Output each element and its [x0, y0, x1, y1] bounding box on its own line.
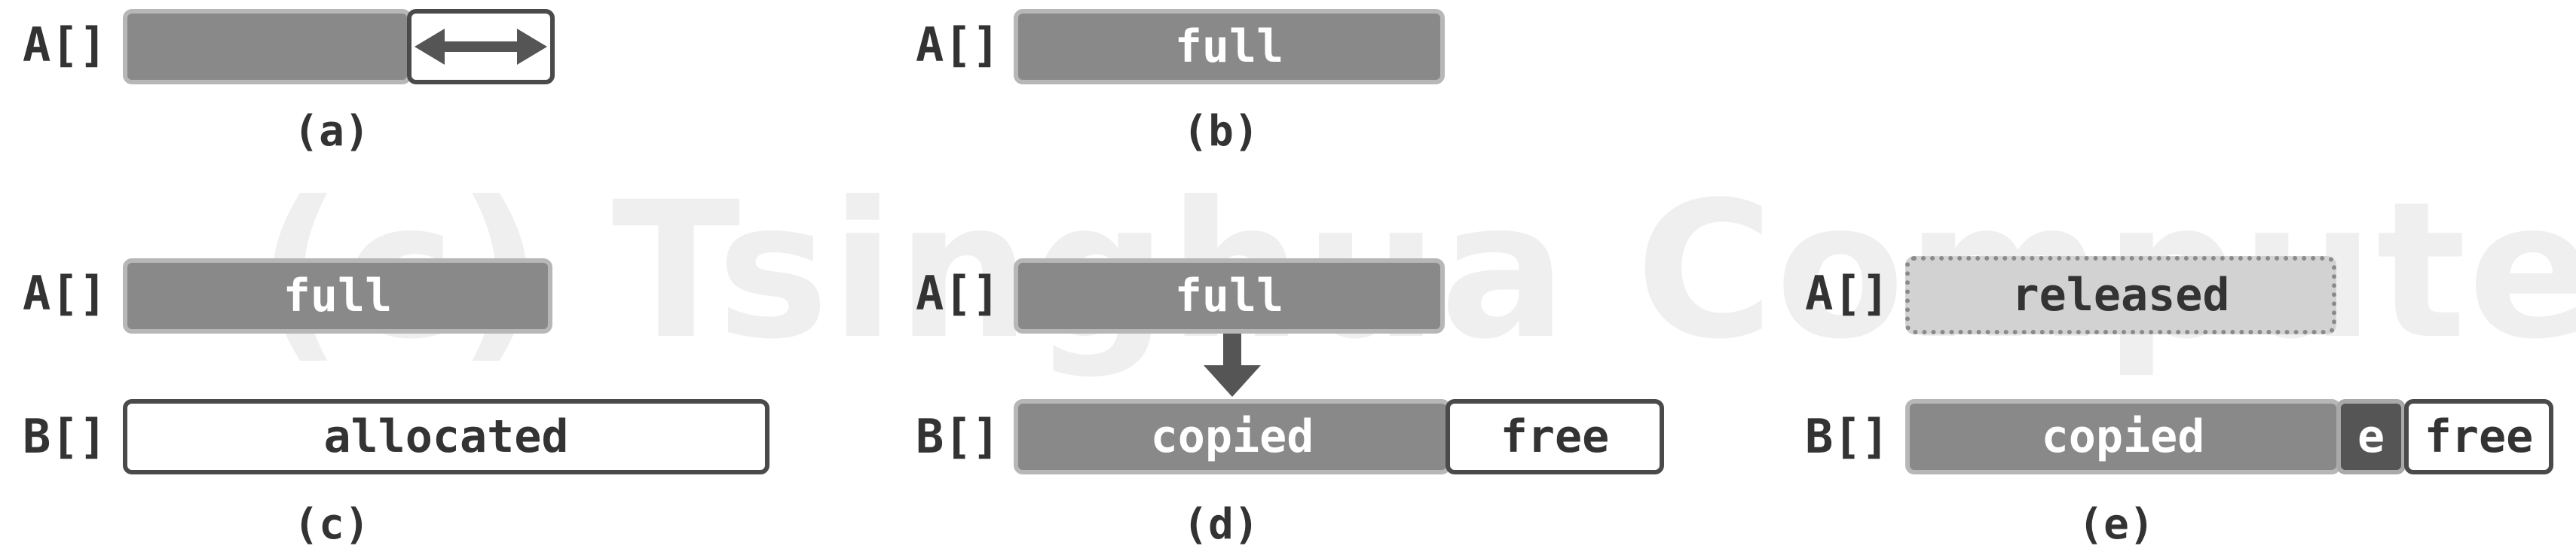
caption-e: (e) [2078, 500, 2155, 549]
array-a-full: full [1014, 9, 1445, 84]
caption-a: (a) [293, 107, 370, 156]
array-a-filled [123, 9, 411, 84]
array-a-full: full [1014, 258, 1445, 334]
array-a-released: released [1905, 256, 2336, 334]
array-b-free: free [1446, 399, 1664, 474]
array-b-allocated: allocated [123, 399, 769, 474]
array-b-copied: copied [1014, 399, 1451, 474]
array-a-label: A[] [23, 17, 107, 72]
caption-d: (d) [1182, 500, 1259, 549]
array-a-expansion-slot [407, 9, 555, 84]
array-b-new-element: e [2336, 399, 2406, 474]
array-a-label: A[] [916, 266, 1000, 321]
copy-arrow-icon [1204, 334, 1261, 397]
array-b-copied: copied [1905, 399, 2341, 474]
array-b-label: B[] [1805, 409, 1889, 464]
array-a-full: full [123, 258, 552, 334]
array-a-label: A[] [1805, 266, 1889, 321]
double-arrow-icon [415, 29, 547, 65]
caption-b: (b) [1182, 107, 1259, 156]
array-b-label: B[] [916, 409, 1000, 464]
caption-c: (c) [293, 500, 370, 549]
array-a-label: A[] [916, 17, 1000, 72]
array-a-label: A[] [23, 266, 107, 321]
array-b-free: free [2404, 399, 2553, 474]
array-b-label: B[] [23, 409, 107, 464]
